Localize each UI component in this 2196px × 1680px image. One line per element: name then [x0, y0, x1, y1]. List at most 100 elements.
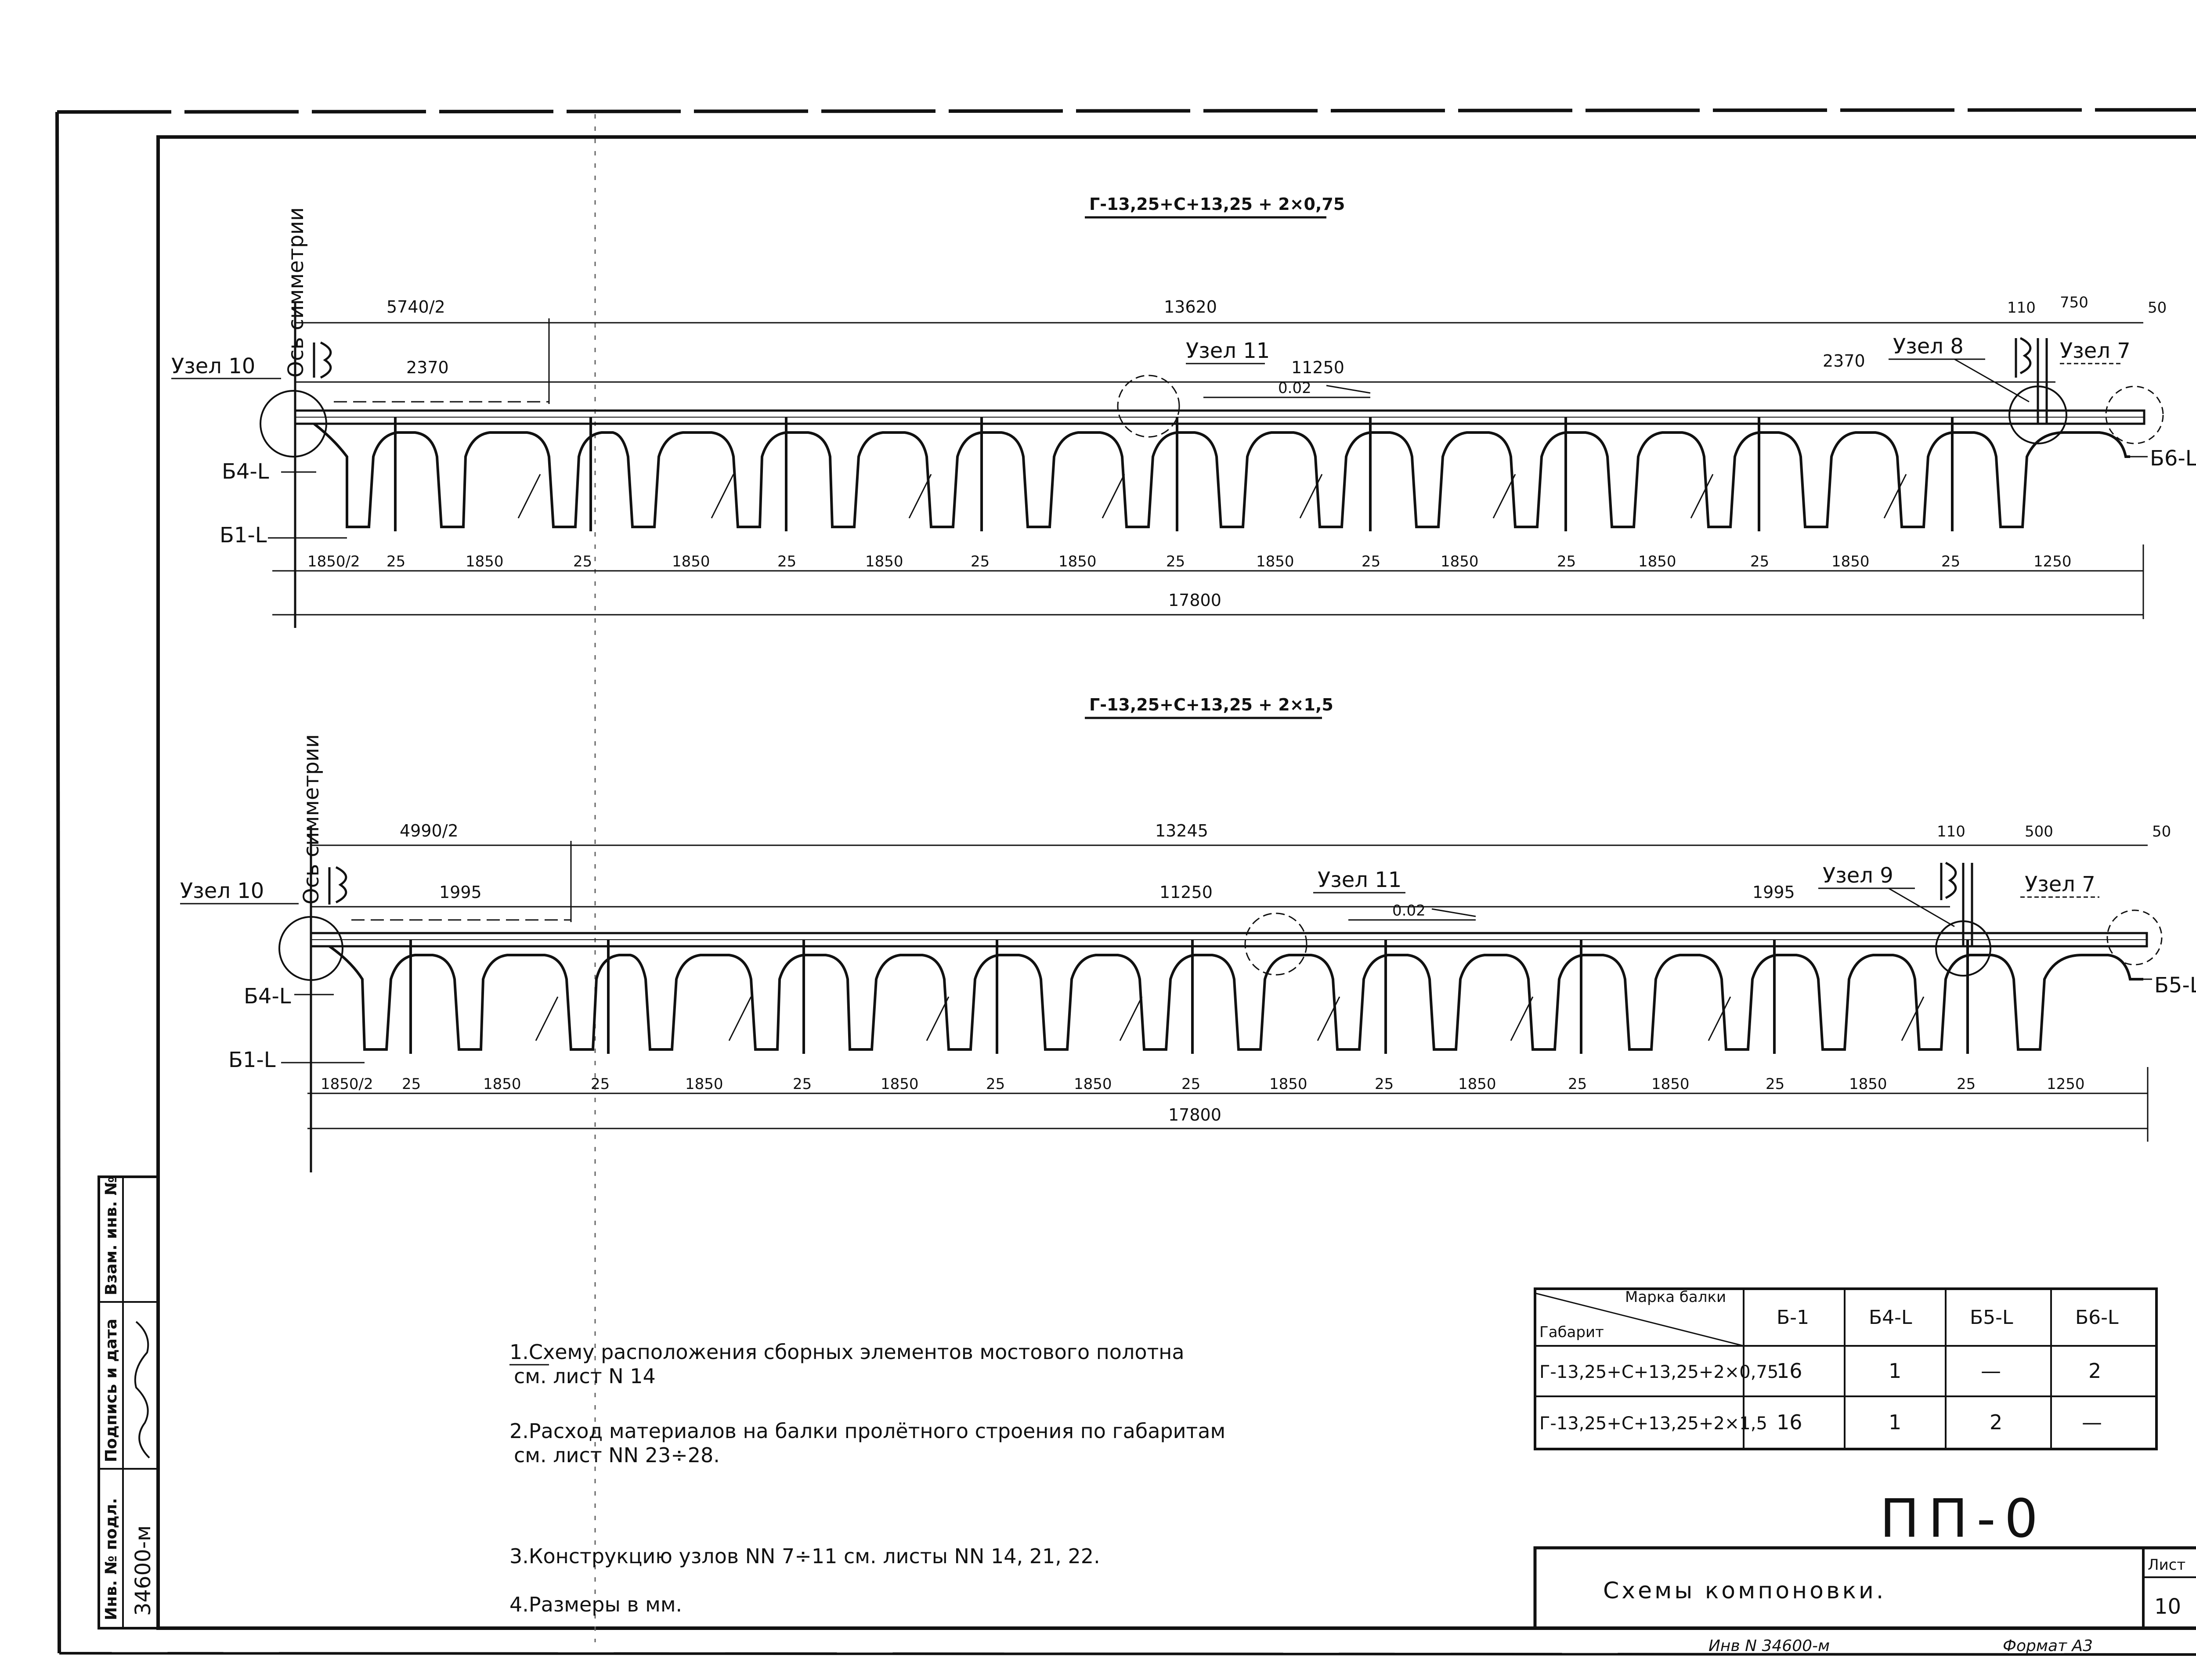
sheet-border — [55, 108, 2196, 1656]
svg-text:25: 25 — [402, 1075, 421, 1093]
svg-text:1850: 1850 — [1441, 553, 1479, 570]
section-1-beam-b1l: Б1-L — [220, 523, 267, 548]
note-2-line-1: 2.Расход материалов на балки пролётного … — [509, 1419, 1225, 1443]
table-col-b5l: Б5-L — [1970, 1306, 2013, 1329]
drawing-code: ПП-0 — [1880, 1489, 2047, 1550]
section-2-beams — [329, 940, 2143, 1054]
svg-text:1850: 1850 — [483, 1075, 521, 1093]
svg-text:25: 25 — [1557, 553, 1576, 570]
section-2-axis-label: Ось симметрии — [299, 734, 324, 905]
svg-text:25: 25 — [777, 553, 796, 570]
section-2-title: Г-13,25+С+13,25 + 2×1,5 — [1089, 695, 1333, 714]
section-1-node-7-circle — [2105, 386, 2164, 444]
section-1-axis-label: Ось симметрии — [284, 207, 308, 378]
svg-text:25: 25 — [793, 1075, 812, 1093]
section-1: Г-13,25+С+13,25 + 2×0,75 Ось симметрии 5… — [171, 195, 2196, 628]
svg-text:25: 25 — [986, 1075, 1005, 1093]
note-1-line-1: 1.Схему расположения сборных элементов м… — [509, 1340, 1185, 1364]
table-header-diag-top: Марка балки — [1625, 1288, 1726, 1306]
sheet-title: Схемы компоновки. — [1603, 1578, 1886, 1604]
note-3: 3.Конструкцию узлов NN 7÷11 см. листы NN… — [509, 1544, 1100, 1568]
drawing-frame — [156, 135, 2196, 1630]
note-4: 4.Размеры в мм. — [509, 1593, 682, 1616]
section-1-slope: 0.02 — [1278, 379, 1311, 397]
note-1-line-2: см. лист N 14 — [514, 1364, 656, 1388]
section-1-beam-b4l: Б4-L — [222, 459, 269, 484]
table-col-b6l: Б6-L — [2075, 1306, 2119, 1329]
section-2-beam-b4l: Б4-L — [244, 984, 291, 1009]
section-2-dim-top-r1: 110 — [1937, 823, 1965, 840]
beam-table: Марка балки Габарит Б-1 Б4-L Б5-L Б6-L Г… — [1534, 1287, 2158, 1450]
section-2-dim-top-left: 4990/2 — [400, 821, 459, 840]
title-block: ПП-0 Схемы компоновки. Лист 10 Инв N 346… — [1533, 1489, 2196, 1655]
table-row-2-b1: 16 — [1777, 1410, 1802, 1434]
section-1-node-10-label: Узел 10 — [171, 354, 255, 379]
section-1-dim-top-total: 13620 — [1164, 297, 1217, 317]
svg-text:1850: 1850 — [466, 553, 504, 570]
table-col-b4l: Б4-L — [1869, 1306, 1912, 1329]
table-row-2-b6l: — — [2082, 1410, 2102, 1434]
svg-text:1850: 1850 — [1074, 1075, 1112, 1093]
svg-text:1850/2: 1850/2 — [321, 1075, 373, 1093]
svg-text:25: 25 — [573, 553, 592, 570]
section-1-dim-top-r3: 50 — [2148, 299, 2167, 317]
section-2-node-10-circle — [278, 916, 343, 981]
svg-text:25: 25 — [1166, 553, 1185, 570]
inventory-number: Инв N 34600-м — [1708, 1637, 1830, 1655]
section-2-dim-top-r2: 500 — [2025, 823, 2053, 840]
svg-text:1850: 1850 — [1058, 553, 1097, 570]
side-stamp: Взам. инв. № Подпись и дата Инв. № подл.… — [98, 1175, 159, 1630]
section-1-beam-right: Б6-L — [2150, 446, 2196, 471]
section-2: Г-13,25+С+13,25 + 2×1,5 Ось симметрии 49… — [180, 695, 2196, 1172]
svg-text:1850: 1850 — [1651, 1075, 1690, 1093]
section-2-node-9-label: Узел 9 — [1823, 863, 1893, 888]
sheet-label: Лист — [2148, 1556, 2185, 1574]
section-2-beam-right: Б5-L — [2154, 973, 2196, 998]
section-1-node-7-label: Узел 7 — [2060, 339, 2131, 363]
section-1-node-11-circle — [1117, 375, 1180, 438]
svg-text:25: 25 — [1941, 553, 1960, 570]
svg-text:1850: 1850 — [672, 553, 710, 570]
svg-text:1850/2: 1850/2 — [307, 553, 360, 570]
svg-text:1850: 1850 — [1458, 1075, 1496, 1093]
svg-text:1850: 1850 — [1256, 553, 1294, 570]
section-2-node-7-circle — [2106, 909, 2163, 966]
section-1-beams — [313, 417, 2130, 531]
section-1-dim-11250: 11250 — [1291, 358, 1344, 377]
svg-text:25: 25 — [1362, 553, 1380, 570]
svg-text:25: 25 — [386, 553, 405, 570]
stamp-vzam-label: Взам. инв. № — [102, 1176, 120, 1295]
section-1-dim-top-r1: 110 — [2007, 299, 2036, 317]
section-2-node-11-circle — [1244, 912, 1307, 976]
section-2-dim-top-total: 13245 — [1155, 821, 1208, 840]
table-row-1-label: Г-13,25+С+13,25+2×0,75 — [1539, 1362, 1778, 1382]
svg-text:1850: 1850 — [1849, 1075, 1887, 1093]
section-1-dim-2370-right: 2370 — [1823, 351, 1865, 371]
svg-text:1850: 1850 — [865, 553, 903, 570]
section-1-dim-top-left: 5740/2 — [386, 297, 445, 317]
svg-text:25: 25 — [1568, 1075, 1587, 1093]
table-row-2-b4l: 1 — [1889, 1410, 1901, 1434]
svg-text:1850: 1850 — [1269, 1075, 1307, 1093]
note-2-line-2: см. лист NN 23÷28. — [514, 1443, 720, 1467]
stamp-inv-podl-value: 34600-м — [131, 1525, 155, 1616]
section-2-dim-1995-left: 1995 — [439, 883, 482, 902]
table-row-1-b1: 16 — [1777, 1359, 1802, 1383]
section-1-dim-top-r2: 750 — [2060, 294, 2088, 311]
table-row-1-b4l: 1 — [1889, 1359, 1901, 1383]
section-2-total: 17800 — [1168, 1105, 1221, 1125]
stamp-signature — [134, 1321, 150, 1459]
svg-text:25: 25 — [1766, 1075, 1784, 1093]
section-1-node-8-label: Узел 8 — [1893, 334, 1964, 359]
section-2-beam-b1l: Б1-L — [228, 1048, 276, 1072]
section-2-node-7-label: Узел 7 — [2025, 872, 2095, 897]
svg-text:25: 25 — [1375, 1075, 1394, 1093]
section-1-node-11-label: Узел 11 — [1186, 339, 1270, 363]
section-1-title: Г-13,25+С+13,25 + 2×0,75 — [1089, 195, 1345, 214]
svg-text:1850: 1850 — [685, 1075, 723, 1093]
svg-text:1250: 1250 — [2033, 553, 2072, 570]
section-1-node-10-circle — [260, 390, 327, 458]
section-2-node-10-label: Узел 10 — [180, 879, 264, 903]
stamp-inv-podl-label: Инв. № подл. — [102, 1498, 120, 1620]
